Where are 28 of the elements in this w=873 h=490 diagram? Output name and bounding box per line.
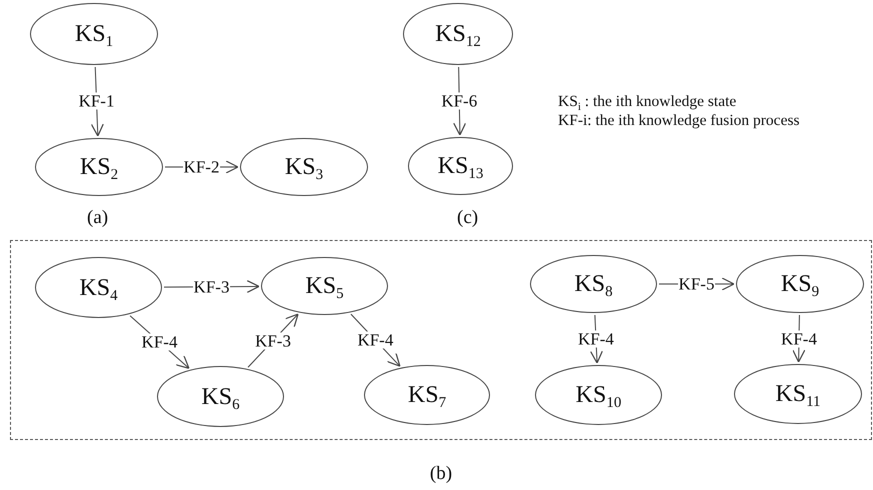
group-caption: (b) <box>430 463 452 485</box>
edge-label: KF-4 <box>577 330 615 348</box>
edge-label: KF-3 <box>254 332 292 350</box>
edge-label: KF-3 <box>192 278 230 296</box>
edge-label: KF-6 <box>440 92 478 110</box>
state-ellipse: KS$_{1}$ <box>30 3 158 65</box>
state-ellipse: KS$_{11}$ <box>734 364 862 424</box>
edge-label: KF-5 <box>678 276 716 292</box>
state-ellipse: KS$_{7}$ <box>364 365 490 425</box>
legend-note: KF-i: the ith knowledge fusion process <box>558 112 800 130</box>
state-ellipse: KS$_{12}$ <box>403 3 513 65</box>
edge-label: KF-2 <box>182 158 220 176</box>
state-ellipse: KS$_{8}$ <box>530 255 657 313</box>
edge-label: KF-4 <box>140 334 178 350</box>
state-ellipse: KS$_{6}$ <box>157 366 284 427</box>
edge-label: KF-4 <box>780 330 818 347</box>
state-ellipse: KS$_{9}$ <box>736 255 864 313</box>
state-ellipse: KS$_{4}$ <box>35 257 162 318</box>
panel-caption: (a) <box>87 208 108 229</box>
panel-caption: (c) <box>457 208 478 229</box>
state-ellipse: KS$_{10}$ <box>535 365 662 425</box>
legend-note: KS$_{i}$ : the ith knowledge state <box>558 93 736 114</box>
state-ellipse: KS$_{13}$ <box>408 137 513 195</box>
edge-label: KF-4 <box>356 332 394 349</box>
state-ellipse: KS$_{5}$ <box>261 257 388 315</box>
edge-label: KF-1 <box>78 92 116 110</box>
state-ellipse: KS$_{3}$ <box>240 138 368 196</box>
state-ellipse: KS$_{2}$ <box>35 138 163 196</box>
